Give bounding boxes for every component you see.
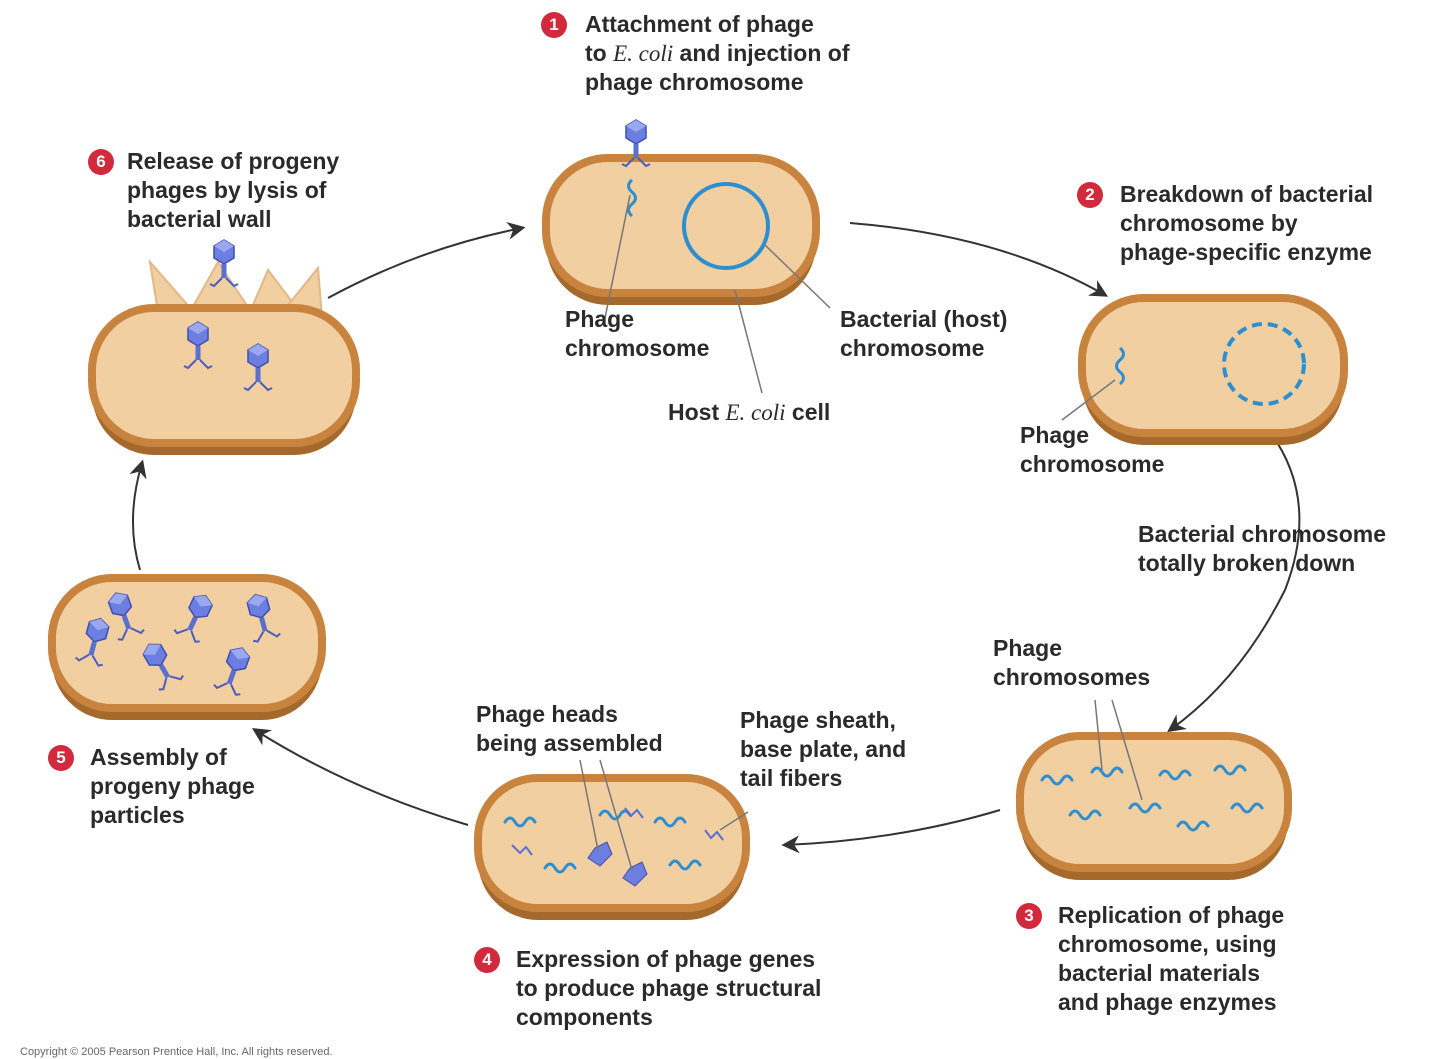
cell-5 [48, 574, 326, 720]
phage-sheath-label: Phage sheath, base plate, and tail fiber… [740, 707, 907, 791]
arrow-2-to-3 [1167, 431, 1301, 733]
host-cell-label: Host E. coli cell [668, 399, 831, 425]
cell-4 [474, 759, 750, 920]
step-2-badge: 2 [1077, 182, 1103, 208]
bacterial-chromosome-broken-label: Bacterial chromosome totally broken down [1138, 521, 1386, 576]
arrow-5-to-6 [129, 459, 147, 571]
phage-heads-label: Phage heads being assembled [476, 701, 663, 756]
step-4-caption: Expression of phage genes to produce pha… [516, 946, 822, 1030]
arrow-3-to-4 [781, 809, 1001, 854]
step-6-badge: 6 [88, 149, 114, 175]
step-3-badge: 3 [1016, 903, 1042, 929]
step-4-badge: 4 [474, 947, 500, 973]
cycle-arrows [129, 221, 1301, 854]
arrow-4-to-5 [251, 728, 469, 826]
step-2-caption: Breakdown of bacterial chromosome by pha… [1120, 181, 1374, 265]
phage-chromosomes-label-3: Phage chromosomes [993, 635, 1151, 690]
bacterial-host-chromosome-label: Bacterial (host) chromosome [840, 306, 1008, 361]
phage-chromosome-label-2: Phage chromosome [1020, 422, 1165, 477]
cell-2 [1061, 294, 1348, 445]
cell-6 [88, 239, 360, 455]
copyright-notice: Copyright © 2005 Pearson Prentice Hall, … [20, 1046, 333, 1058]
step-5-badge: 5 [48, 745, 74, 771]
step-6-caption: Release of progeny phages by lysis of ba… [127, 148, 340, 232]
step-5-caption: Assembly of progeny phage particles [90, 744, 255, 828]
step-1-caption: Attachment of phage to E. coli and injec… [585, 11, 850, 95]
arrow-1-to-2 [849, 222, 1109, 297]
cell-1 [542, 119, 831, 394]
cell-3 [1016, 699, 1292, 880]
phage-chromosome-label-1: Phage chromosome [565, 306, 710, 361]
step-1-badge: 1 [541, 12, 567, 38]
arrow-6-to-1 [327, 221, 526, 299]
step-3-caption: Replication of phage chromosome, using b… [1058, 902, 1285, 1015]
